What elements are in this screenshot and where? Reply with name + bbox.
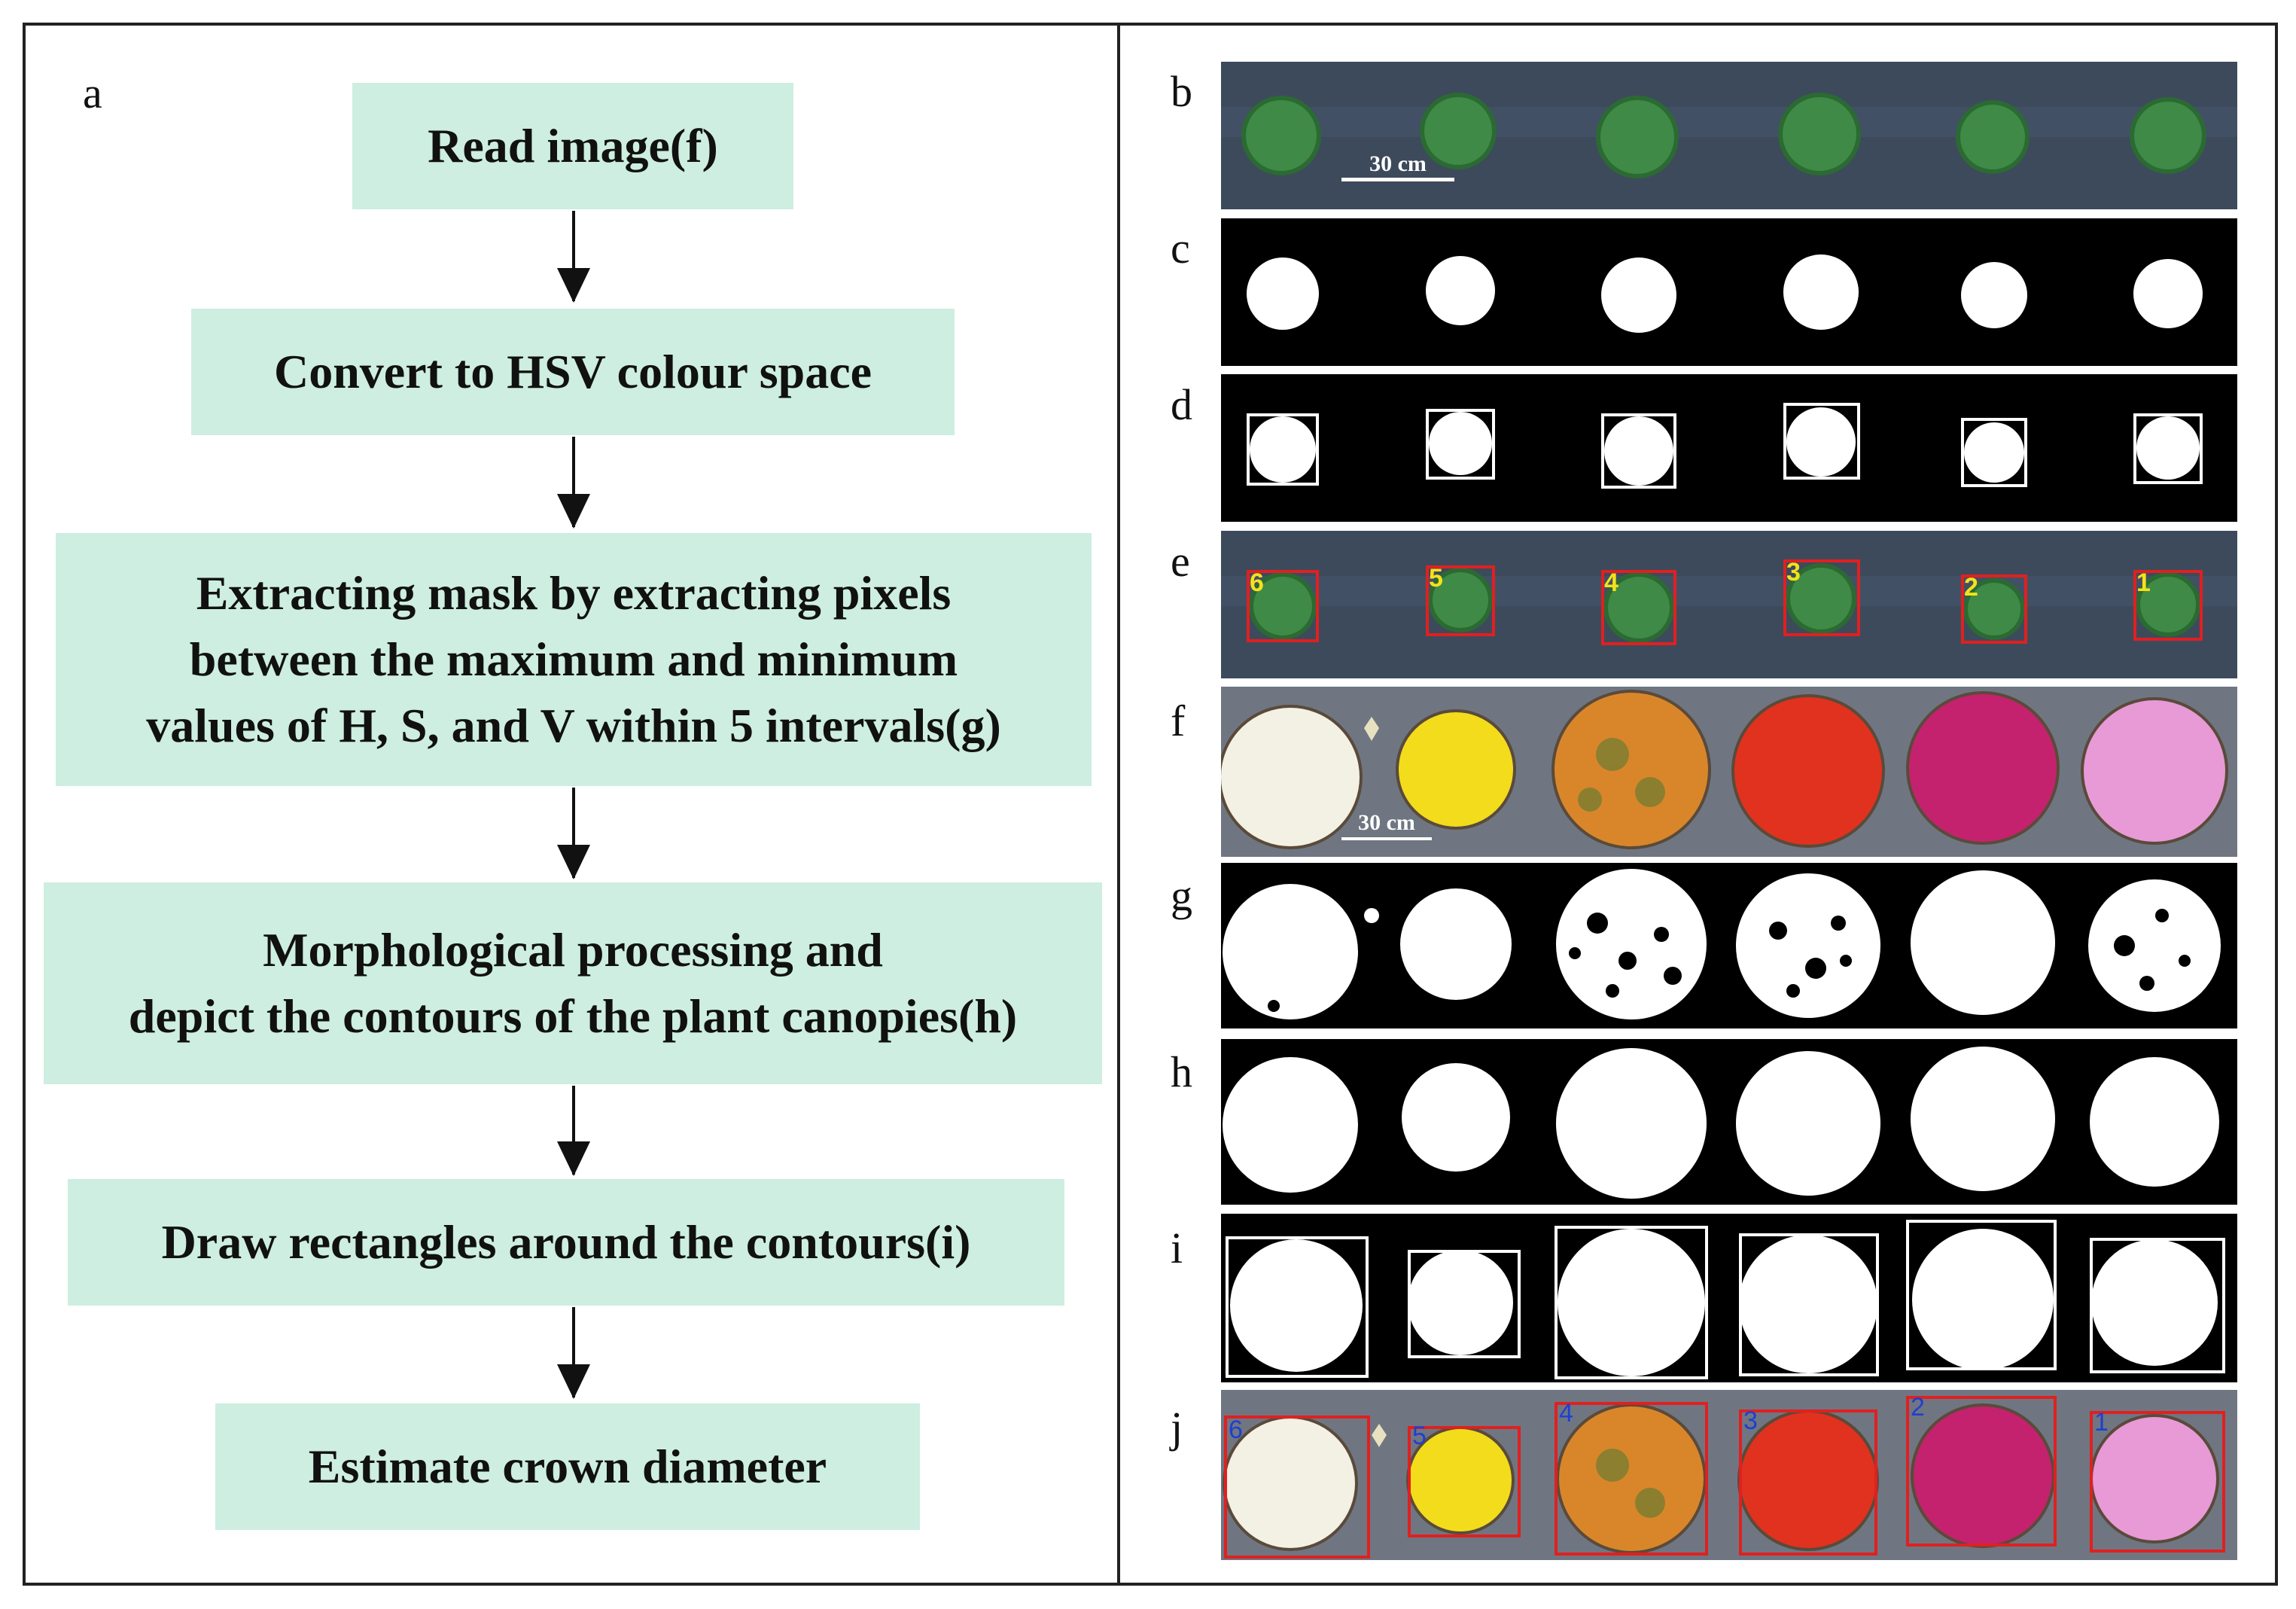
panel-divider	[1117, 23, 1120, 1586]
flow-arrow-3	[557, 788, 590, 879]
plant-number-j-2: 2	[1911, 1393, 1925, 1422]
panel-label-b: b	[1171, 67, 1192, 116]
flow-arrow-2	[557, 437, 590, 529]
panel-label-h: h	[1171, 1047, 1192, 1096]
plant-number-e-6: 6	[1250, 568, 1264, 597]
strip-g-raw-masks	[1221, 863, 2237, 1028]
flow-arrow-1	[557, 211, 590, 303]
strip-j-flowers-numbered: 6 5 4 3 2 1	[1221, 1390, 2237, 1560]
figure-frame	[23, 23, 2278, 1586]
plant-number-j-5: 5	[1412, 1422, 1427, 1450]
plant-number-e-4: 4	[1604, 568, 1618, 597]
flow-arrow-5	[557, 1307, 590, 1399]
flow-step-estimate-crown: Estimate crown diameter	[215, 1403, 920, 1530]
flow-step-extract-mask: Extracting mask by extracting pixels bet…	[56, 533, 1092, 786]
panel-label-e: e	[1171, 537, 1190, 586]
flow-step-convert-hsv: Convert to HSV colour space	[191, 309, 955, 435]
panel-label-j: j	[1171, 1403, 1183, 1452]
strip-f-original-flowers: 30 cm	[1221, 687, 2237, 857]
flow-arrow-4	[557, 1086, 590, 1176]
plant-number-e-2: 2	[1964, 573, 1978, 602]
panel-label-f: f	[1171, 696, 1186, 745]
panel-label-d: d	[1171, 380, 1192, 429]
panel-label-i: i	[1171, 1224, 1183, 1272]
strip-b-original-green: 30 cm	[1221, 62, 2237, 209]
flow-step-morphology: Morphological processing and depict the …	[44, 882, 1102, 1084]
strip-d-mask-boxes	[1221, 374, 2237, 522]
plant-number-j-1: 1	[2094, 1408, 2109, 1437]
scale-bar-b-label: 30 cm	[1369, 151, 1427, 176]
strip-i-masks-boxes	[1221, 1214, 2237, 1382]
plant-number-j-3: 3	[1743, 1406, 1758, 1435]
strip-e-green-numbered: 6 5 4 3 2 1	[1221, 531, 2237, 678]
flow-step-draw-rectangles: Draw rectangles around the contours(i)	[68, 1179, 1064, 1306]
panel-label-c: c	[1171, 224, 1190, 273]
panel-label-a: a	[83, 69, 102, 117]
plant-number-e-3: 3	[1786, 558, 1801, 587]
plant-number-j-4: 4	[1559, 1399, 1573, 1428]
strip-c-mask	[1221, 218, 2237, 366]
plant-number-e-5: 5	[1429, 564, 1443, 593]
plant-number-e-1: 1	[2136, 568, 2151, 597]
strip-h-cleaned-masks	[1221, 1039, 2237, 1205]
panel-label-g: g	[1171, 871, 1192, 920]
flow-step-read-image: Read image(f)	[352, 83, 793, 209]
scale-bar-f-label: 30 cm	[1358, 810, 1415, 835]
plant-number-j-6: 6	[1229, 1415, 1243, 1444]
